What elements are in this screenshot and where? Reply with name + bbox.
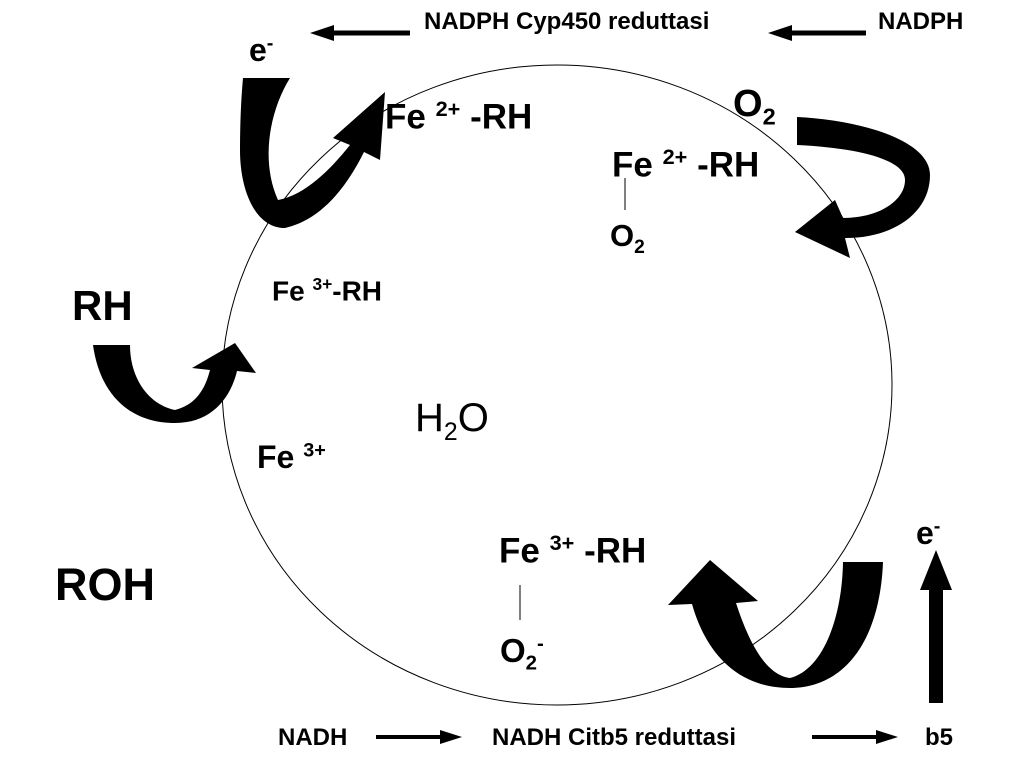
top-enzyme-label: NADPH Cyp450 reduttasi (424, 8, 710, 35)
top-source-label: NADPH (878, 8, 964, 35)
second-electron-curved-arrow (668, 560, 883, 688)
fe3-rh-label: Fe 3+-RH (272, 274, 383, 307)
fe3-rh-o2minus-label: Fe 3+ -RH (499, 530, 647, 571)
bottom-enzyme-label: NADH Citb5 reduttasi (492, 724, 737, 751)
top-chain-arrow-left (310, 25, 410, 41)
fe2-rh-o2-label: Fe 2+ -RH (612, 144, 760, 185)
substrate-curved-arrow (93, 343, 256, 423)
b5-label: b5 (925, 724, 954, 751)
bound-o2-label: O2 (610, 218, 645, 259)
bottom-chain-arrow-left (376, 730, 462, 744)
b5-up-arrow (920, 550, 952, 703)
top-chain-arrow-right (768, 25, 866, 41)
fe2-rh-label: Fe 2+ -RH (385, 96, 533, 137)
bottom-chain-arrow-right (812, 730, 898, 744)
oxygen-curved-arrow (795, 117, 930, 258)
water-label: H2O (415, 396, 489, 446)
catalytic-cycle-circle (221, 64, 893, 706)
fe3-label: Fe 3+ (257, 439, 326, 475)
substrate-rh-label: RH (72, 282, 133, 329)
oxygen-in-label: O2 (733, 83, 776, 130)
superoxide-label: O2- (500, 632, 544, 675)
product-roh-label: ROH (55, 559, 155, 610)
bottom-electron-label: e- (916, 515, 941, 551)
top-electron-label: e- (249, 32, 274, 68)
bottom-source-label: NADH (278, 724, 348, 751)
electron-curved-arrow (240, 78, 385, 228)
